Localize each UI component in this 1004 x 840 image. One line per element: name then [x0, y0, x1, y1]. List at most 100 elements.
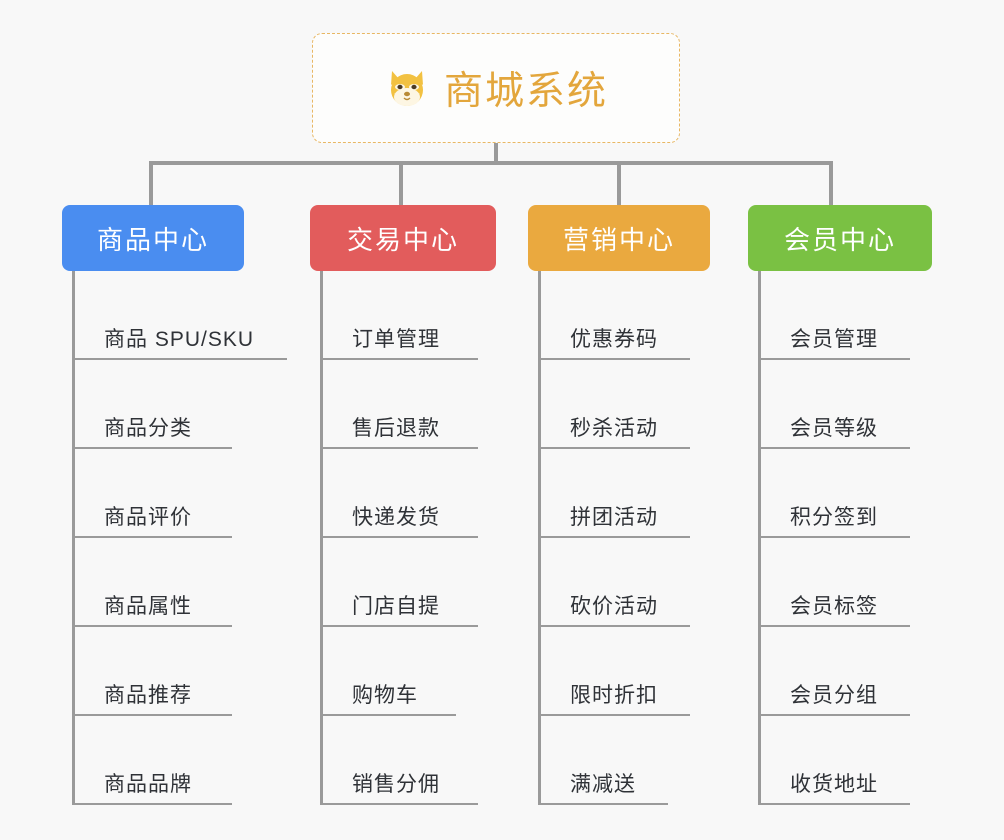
leaf-label: 商品分类 — [104, 417, 192, 440]
leaf-label: 积分签到 — [790, 506, 878, 529]
leaf-item[interactable]: 会员管理 — [748, 271, 968, 360]
category-header-marketing-center[interactable]: 营销中心 — [528, 205, 710, 271]
leaf-underline — [758, 625, 910, 627]
leaf-underline — [758, 447, 910, 449]
leaf-item[interactable]: 会员分组 — [748, 627, 968, 716]
leaf-label: 拼团活动 — [570, 506, 658, 529]
category-header-trade-center[interactable]: 交易中心 — [310, 205, 496, 271]
leaf-label: 订单管理 — [352, 328, 440, 351]
root-node[interactable]: 商城系统 — [312, 33, 680, 143]
leaf-item[interactable]: 售后退款 — [310, 360, 540, 449]
leaf-item[interactable]: 销售分佣 — [310, 716, 540, 805]
branch-product-center: 商品中心 商品 SPU/SKU 商品分类 商品评价 商品属性 商品推荐 — [62, 205, 322, 805]
leaf-underline — [538, 714, 690, 716]
leaf-trunk — [72, 271, 75, 805]
leaf-underline — [758, 536, 910, 538]
leaf-label: 会员分组 — [790, 684, 878, 707]
leaf-item[interactable]: 限时折扣 — [528, 627, 748, 716]
leaf-underline — [538, 358, 690, 360]
leaf-trunk — [320, 271, 323, 805]
category-header-label: 交易中心 — [346, 224, 459, 255]
leaf-label: 商品评价 — [104, 506, 192, 529]
leaf-label: 商品品牌 — [104, 773, 192, 796]
leaf-underline — [320, 536, 478, 538]
leaf-underline — [538, 536, 690, 538]
branch-member-center: 会员中心 会员管理 会员等级 积分签到 会员标签 会员分组 — [748, 205, 968, 805]
leaf-underline — [320, 625, 478, 627]
leaf-label: 销售分佣 — [352, 773, 440, 796]
leaf-list-product-center: 商品 SPU/SKU 商品分类 商品评价 商品属性 商品推荐 商品品牌 — [62, 271, 322, 805]
leaf-label: 限时折扣 — [570, 684, 658, 707]
leaf-item[interactable]: 订单管理 — [310, 271, 540, 360]
leaf-underline — [72, 447, 232, 449]
leaf-item[interactable]: 商品品牌 — [62, 716, 322, 805]
leaf-label: 会员管理 — [790, 328, 878, 351]
leaf-underline — [72, 536, 232, 538]
leaf-list-member-center: 会员管理 会员等级 积分签到 会员标签 会员分组 收货地址 — [748, 271, 968, 805]
leaf-label: 商品 SPU/SKU — [104, 328, 255, 351]
leaf-label: 优惠券码 — [570, 328, 658, 351]
leaf-label: 会员标签 — [790, 595, 878, 618]
leaf-item[interactable]: 会员标签 — [748, 538, 968, 627]
leaf-underline — [320, 803, 478, 805]
leaf-label: 砍价活动 — [570, 595, 658, 618]
connector-drop-marketing-center — [617, 161, 621, 207]
leaf-label: 收货地址 — [790, 773, 878, 796]
leaf-underline — [320, 447, 478, 449]
category-header-label: 商品中心 — [96, 224, 209, 255]
leaf-underline — [758, 714, 910, 716]
leaf-item[interactable]: 优惠券码 — [528, 271, 748, 360]
branch-trade-center: 交易中心 订单管理 售后退款 快递发货 门店自提 购物车 — [310, 205, 540, 805]
leaf-item[interactable]: 快递发货 — [310, 449, 540, 538]
leaf-label: 门店自提 — [352, 595, 440, 618]
leaf-trunk — [758, 271, 761, 805]
leaf-trunk — [538, 271, 541, 805]
connector-drop-trade-center — [399, 161, 403, 207]
leaf-item[interactable]: 满减送 — [528, 716, 748, 805]
leaf-item[interactable]: 秒杀活动 — [528, 360, 748, 449]
leaf-item[interactable]: 砍价活动 — [528, 538, 748, 627]
shiba-dog-face-icon — [384, 65, 430, 111]
leaf-underline — [72, 358, 287, 360]
leaf-underline — [758, 358, 910, 360]
leaf-label: 满减送 — [570, 773, 636, 796]
leaf-item[interactable]: 商品属性 — [62, 538, 322, 627]
leaf-underline — [320, 714, 456, 716]
leaf-underline — [320, 358, 478, 360]
leaf-list-marketing-center: 优惠券码 秒杀活动 拼团活动 砍价活动 限时折扣 满减送 — [528, 271, 748, 805]
leaf-item[interactable]: 商品评价 — [62, 449, 322, 538]
leaf-label: 售后退款 — [352, 417, 440, 440]
leaf-item[interactable]: 门店自提 — [310, 538, 540, 627]
leaf-label: 商品推荐 — [104, 684, 192, 707]
leaf-label: 商品属性 — [104, 595, 192, 618]
leaf-item[interactable]: 会员等级 — [748, 360, 968, 449]
leaf-underline — [72, 714, 232, 716]
leaf-underline — [538, 803, 668, 805]
leaf-underline — [72, 625, 232, 627]
leaf-item[interactable]: 收货地址 — [748, 716, 968, 805]
leaf-item[interactable]: 商品分类 — [62, 360, 322, 449]
connector-root-stem — [494, 143, 498, 164]
leaf-label: 快递发货 — [352, 506, 440, 529]
leaf-underline — [72, 803, 232, 805]
category-header-member-center[interactable]: 会员中心 — [748, 205, 932, 271]
category-header-product-center[interactable]: 商品中心 — [62, 205, 244, 271]
leaf-item[interactable]: 拼团活动 — [528, 449, 748, 538]
leaf-underline — [538, 447, 690, 449]
connector-drop-product-center — [149, 161, 153, 207]
branch-marketing-center: 营销中心 优惠券码 秒杀活动 拼团活动 砍价活动 限时折扣 — [528, 205, 748, 805]
leaf-label: 会员等级 — [790, 417, 878, 440]
root-title: 商城系统 — [443, 70, 608, 113]
leaf-list-trade-center: 订单管理 售后退款 快递发货 门店自提 购物车 销售分佣 — [310, 271, 540, 805]
category-header-label: 营销中心 — [562, 224, 675, 255]
leaf-label: 秒杀活动 — [570, 417, 658, 440]
leaf-item[interactable]: 商品推荐 — [62, 627, 322, 716]
leaf-item[interactable]: 购物车 — [310, 627, 540, 716]
connector-horizontal-bus — [149, 161, 833, 165]
connector-drop-member-center — [829, 161, 833, 207]
leaf-underline — [538, 625, 690, 627]
leaf-item[interactable]: 积分签到 — [748, 449, 968, 538]
leaf-item[interactable]: 商品 SPU/SKU — [62, 271, 322, 360]
leaf-label: 购物车 — [352, 684, 418, 707]
